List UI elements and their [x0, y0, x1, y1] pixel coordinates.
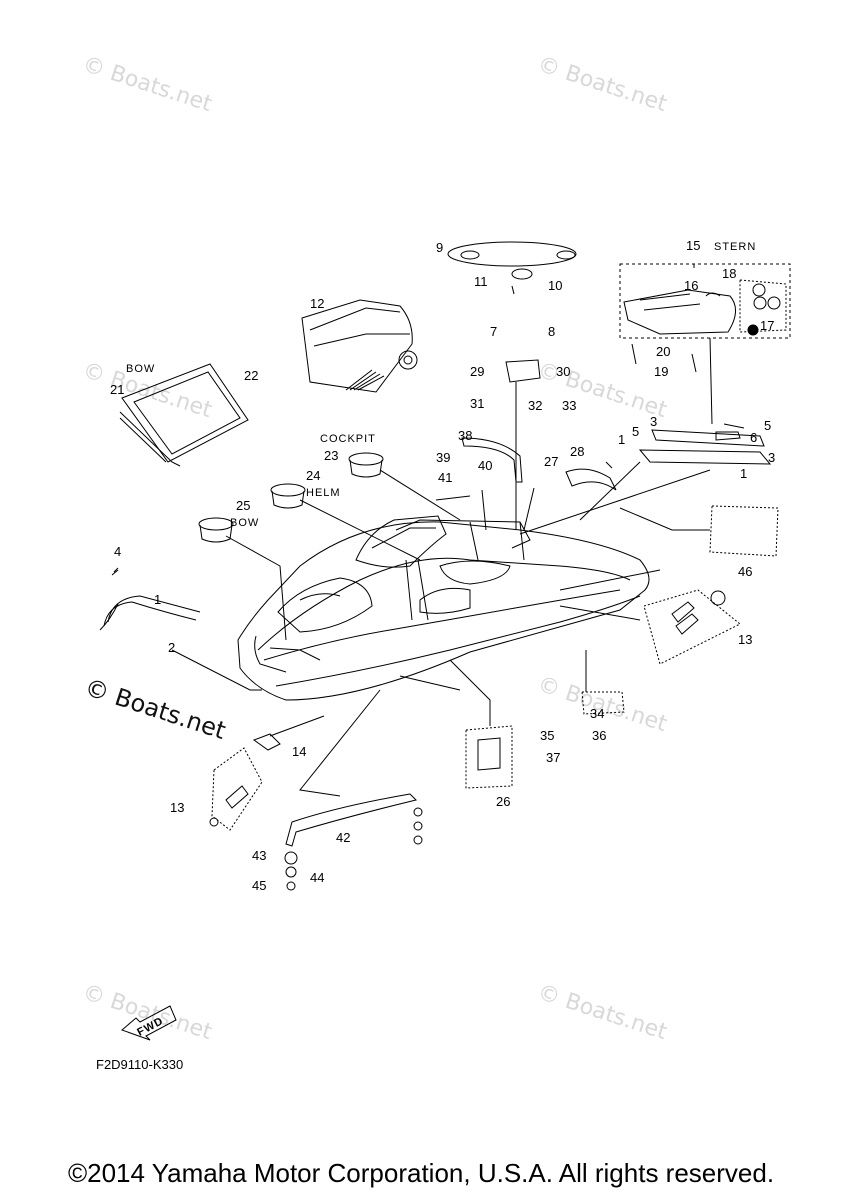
part-label: 7: [490, 324, 497, 339]
part-label: 37: [546, 750, 560, 765]
hull-outline: [237, 521, 650, 701]
diagram-code: F2D9110-K330: [96, 1057, 184, 1072]
helm-label: HELM: [306, 487, 341, 499]
part-label: 12: [310, 296, 324, 311]
part-label: 11: [474, 274, 488, 289]
part-label: 46: [738, 564, 752, 579]
part-label: 14: [292, 744, 306, 759]
part-label: 36: [592, 728, 606, 743]
part-label: 25: [236, 498, 250, 513]
part-label: 15: [686, 238, 700, 253]
part-label: 34: [590, 706, 604, 721]
part-label: 13: [170, 800, 184, 815]
part-label: 39: [436, 450, 450, 465]
part-label: 20: [656, 344, 670, 359]
part-label: 27: [544, 454, 558, 469]
fwd-arrow: [121, 1005, 177, 1041]
grab-handle: [565, 468, 617, 491]
bow-label: BOW: [126, 363, 155, 375]
part-label: 5: [632, 424, 639, 439]
part-label: 3: [650, 414, 657, 429]
part-label: 2: [168, 640, 175, 655]
part-label: 16: [684, 278, 698, 293]
part-label: 28: [570, 444, 584, 459]
part-label: 32: [528, 398, 542, 413]
part-label: 42: [336, 830, 350, 845]
bow-label: BOW: [230, 517, 259, 529]
cockpit-label: COCKPIT: [320, 433, 376, 445]
part-label: 44: [310, 870, 324, 885]
part-label: 29: [470, 364, 484, 379]
part-label: 8: [548, 324, 555, 339]
part-label: 23: [324, 448, 338, 463]
rail: [638, 449, 772, 465]
part-label: 13: [738, 632, 752, 647]
stern-cushion: [623, 289, 736, 335]
tie-rail: [285, 793, 417, 847]
part-label: 35: [540, 728, 554, 743]
part-label: 1: [618, 432, 625, 447]
part-label: 21: [110, 382, 124, 397]
part-label: 3: [768, 450, 775, 465]
part-label: 5: [764, 418, 771, 433]
part-label: 10: [548, 278, 562, 293]
cooler: [301, 299, 413, 393]
part-label: 31: [470, 396, 484, 411]
bow-hatch: [121, 363, 249, 463]
part-label: 43: [252, 848, 266, 863]
windshield: [355, 515, 447, 568]
part-label: 45: [252, 878, 266, 893]
part-label: 1: [740, 466, 747, 481]
part-label: 26: [496, 794, 510, 809]
part-label: 17: [760, 318, 774, 333]
copyright: ©2014 Yamaha Motor Corporation, U.S.A. A…: [67, 1158, 775, 1188]
part-label: 9: [436, 240, 443, 255]
fwd-label: FWD: [135, 1015, 165, 1039]
part-label: 18: [722, 266, 736, 281]
stern-label: STERN: [714, 241, 756, 253]
part-label: 6: [750, 430, 757, 445]
part-label: 1: [154, 592, 161, 607]
part-label: 30: [556, 364, 570, 379]
strip-2: [103, 601, 197, 627]
part-label: 24: [306, 468, 320, 483]
part-label: 38: [458, 428, 472, 443]
part-label: 40: [478, 458, 492, 473]
part-label: 4: [114, 544, 121, 559]
part-label: 22: [244, 368, 258, 383]
part-label: 41: [438, 470, 452, 485]
part-label: 33: [562, 398, 576, 413]
part-label: 19: [654, 364, 668, 379]
